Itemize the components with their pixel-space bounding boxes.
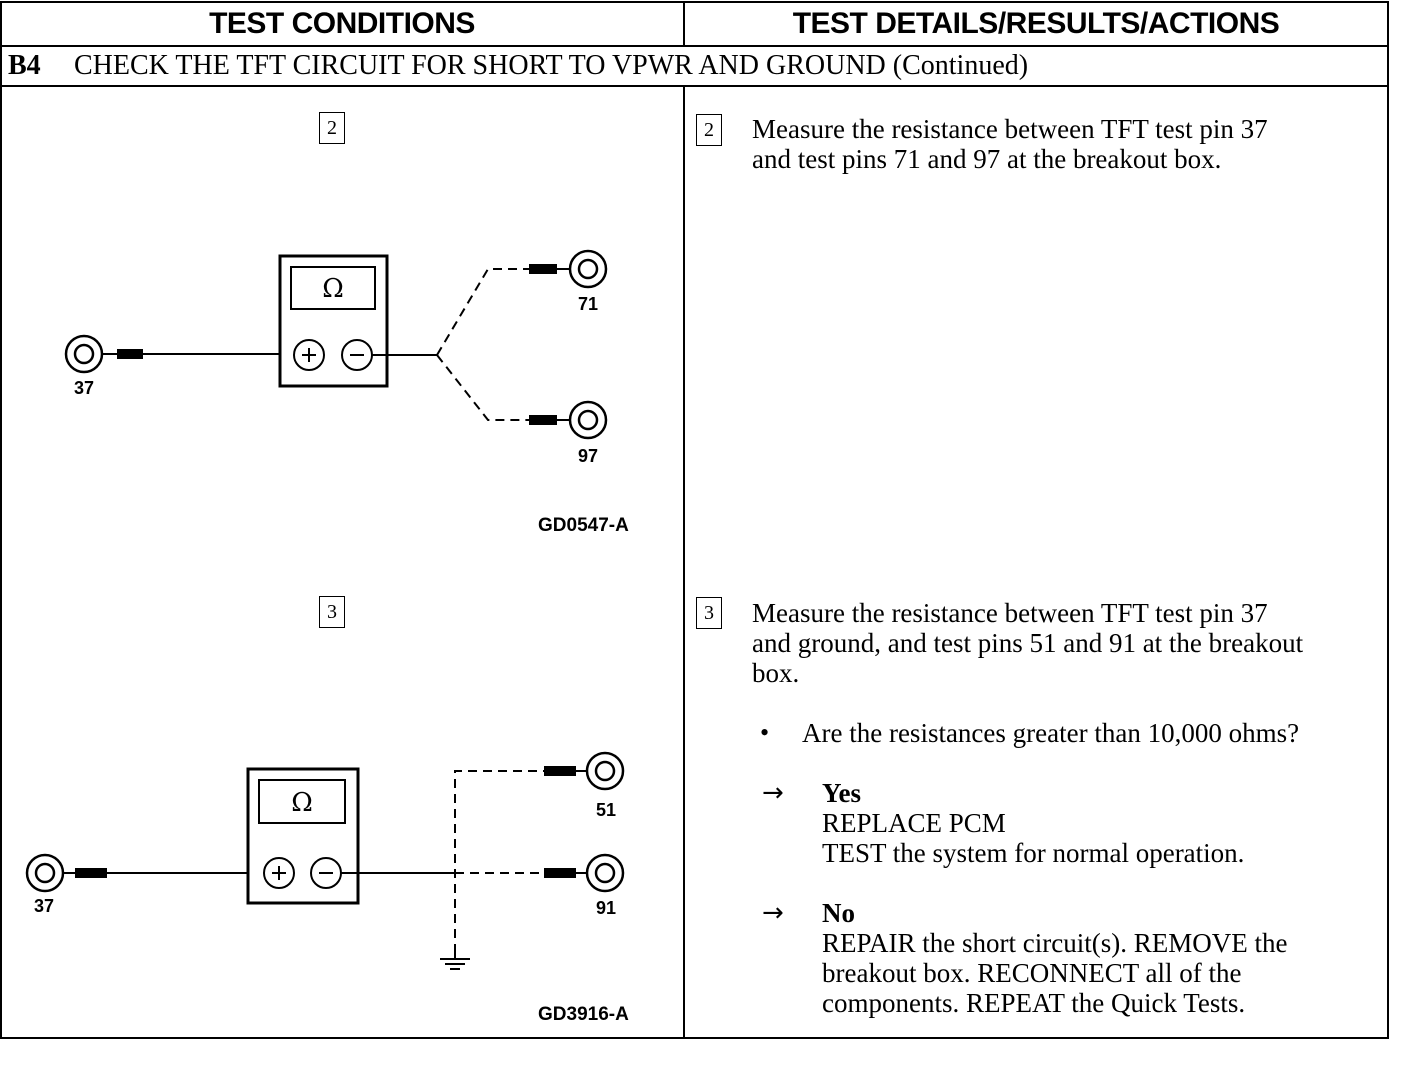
ohmmeter-display	[290, 266, 376, 310]
no-line-1: REPAIR the short circuit(s). REMOVE the	[822, 928, 1288, 958]
step-3-question: Are the resistances greater than 10,000 …	[802, 718, 1300, 748]
ohm-symbol: Ω	[322, 274, 344, 304]
header-test-details: TEST DETAILS/RESULTS/ACTIONS	[792, 7, 1280, 40]
pin-label-37: 37	[34, 896, 55, 916]
yes-line-2: TEST the system for normal operation.	[822, 838, 1245, 868]
yes-branch: Yes REPLACE PCM TEST the system for norm…	[822, 778, 1244, 868]
no-branch: No REPAIR the short circuit(s). REMOVE t…	[822, 898, 1287, 1018]
section-id: B4	[8, 50, 41, 81]
pin-37-terminal	[25, 853, 65, 893]
plus-terminal-icon	[293, 339, 325, 371]
plus-terminal-icon	[263, 857, 295, 889]
ohmmeter	[278, 254, 389, 388]
pin-label-51: 51	[596, 800, 617, 820]
figure-code-gd0547a: GD0547-A	[538, 515, 629, 536]
step-3-diagram-number: 3	[319, 596, 345, 628]
figure-code-gd3916a: GD3916-A	[538, 1004, 629, 1025]
yes-label: Yes	[822, 778, 861, 808]
step-2-wiring-diagram: Ω	[64, 249, 608, 440]
step-3-number: 3	[696, 597, 722, 629]
step-2-line-1: Measure the resistance between TFT test …	[752, 114, 1268, 144]
no-line-2: breakout box. RECONNECT all of the	[822, 958, 1242, 988]
ohmmeter-display	[258, 779, 346, 824]
pin-label-71: 71	[578, 294, 599, 314]
step-3-line-1: Measure the resistance between TFT test …	[752, 598, 1268, 628]
step-3-line-2: and ground, and test pins 51 and 91 at t…	[752, 628, 1304, 658]
ohmmeter	[246, 767, 360, 905]
no-label: No	[822, 898, 855, 928]
step-3-wiring-diagram: Ω	[25, 751, 625, 970]
pin-37-terminal	[64, 334, 104, 374]
pin-97-terminal	[568, 400, 608, 440]
pin-91-terminal	[585, 853, 625, 893]
no-line-3: components. REPEAT the Quick Tests.	[822, 988, 1246, 1018]
step-2-line-2: and test pins 71 and 97 at the breakout …	[752, 144, 1222, 174]
probe-plug	[117, 349, 143, 359]
pin-71-terminal	[568, 249, 608, 289]
pin-label-37: 37	[74, 378, 95, 398]
step-2-number: 2	[696, 114, 722, 146]
ground-icon	[440, 953, 470, 970]
step-2-diagram-number: 2	[319, 112, 345, 144]
pin-label-91: 91	[596, 898, 617, 918]
section-title-row: B4 CHECK THE TFT CIRCUIT FOR SHORT TO VPW…	[8, 48, 1028, 84]
section-title: CHECK THE TFT CIRCUIT FOR SHORT TO VPWR …	[74, 50, 1029, 81]
pin-51-terminal	[585, 751, 625, 791]
header-test-conditions: TEST CONDITIONS	[209, 7, 475, 40]
yes-line-1: REPLACE PCM	[822, 808, 1006, 838]
pin-label-97: 97	[578, 446, 599, 466]
step-3-instruction: Measure the resistance between TFT test …	[752, 598, 1303, 688]
arrow-right-icon: →	[762, 778, 784, 808]
bullet-icon: •	[760, 718, 770, 747]
step-3-line-3: box.	[752, 658, 800, 688]
arrow-right-icon: →	[762, 898, 784, 928]
step-2-instruction: Measure the resistance between TFT test …	[752, 114, 1268, 174]
ohm-symbol: Ω	[291, 788, 313, 818]
